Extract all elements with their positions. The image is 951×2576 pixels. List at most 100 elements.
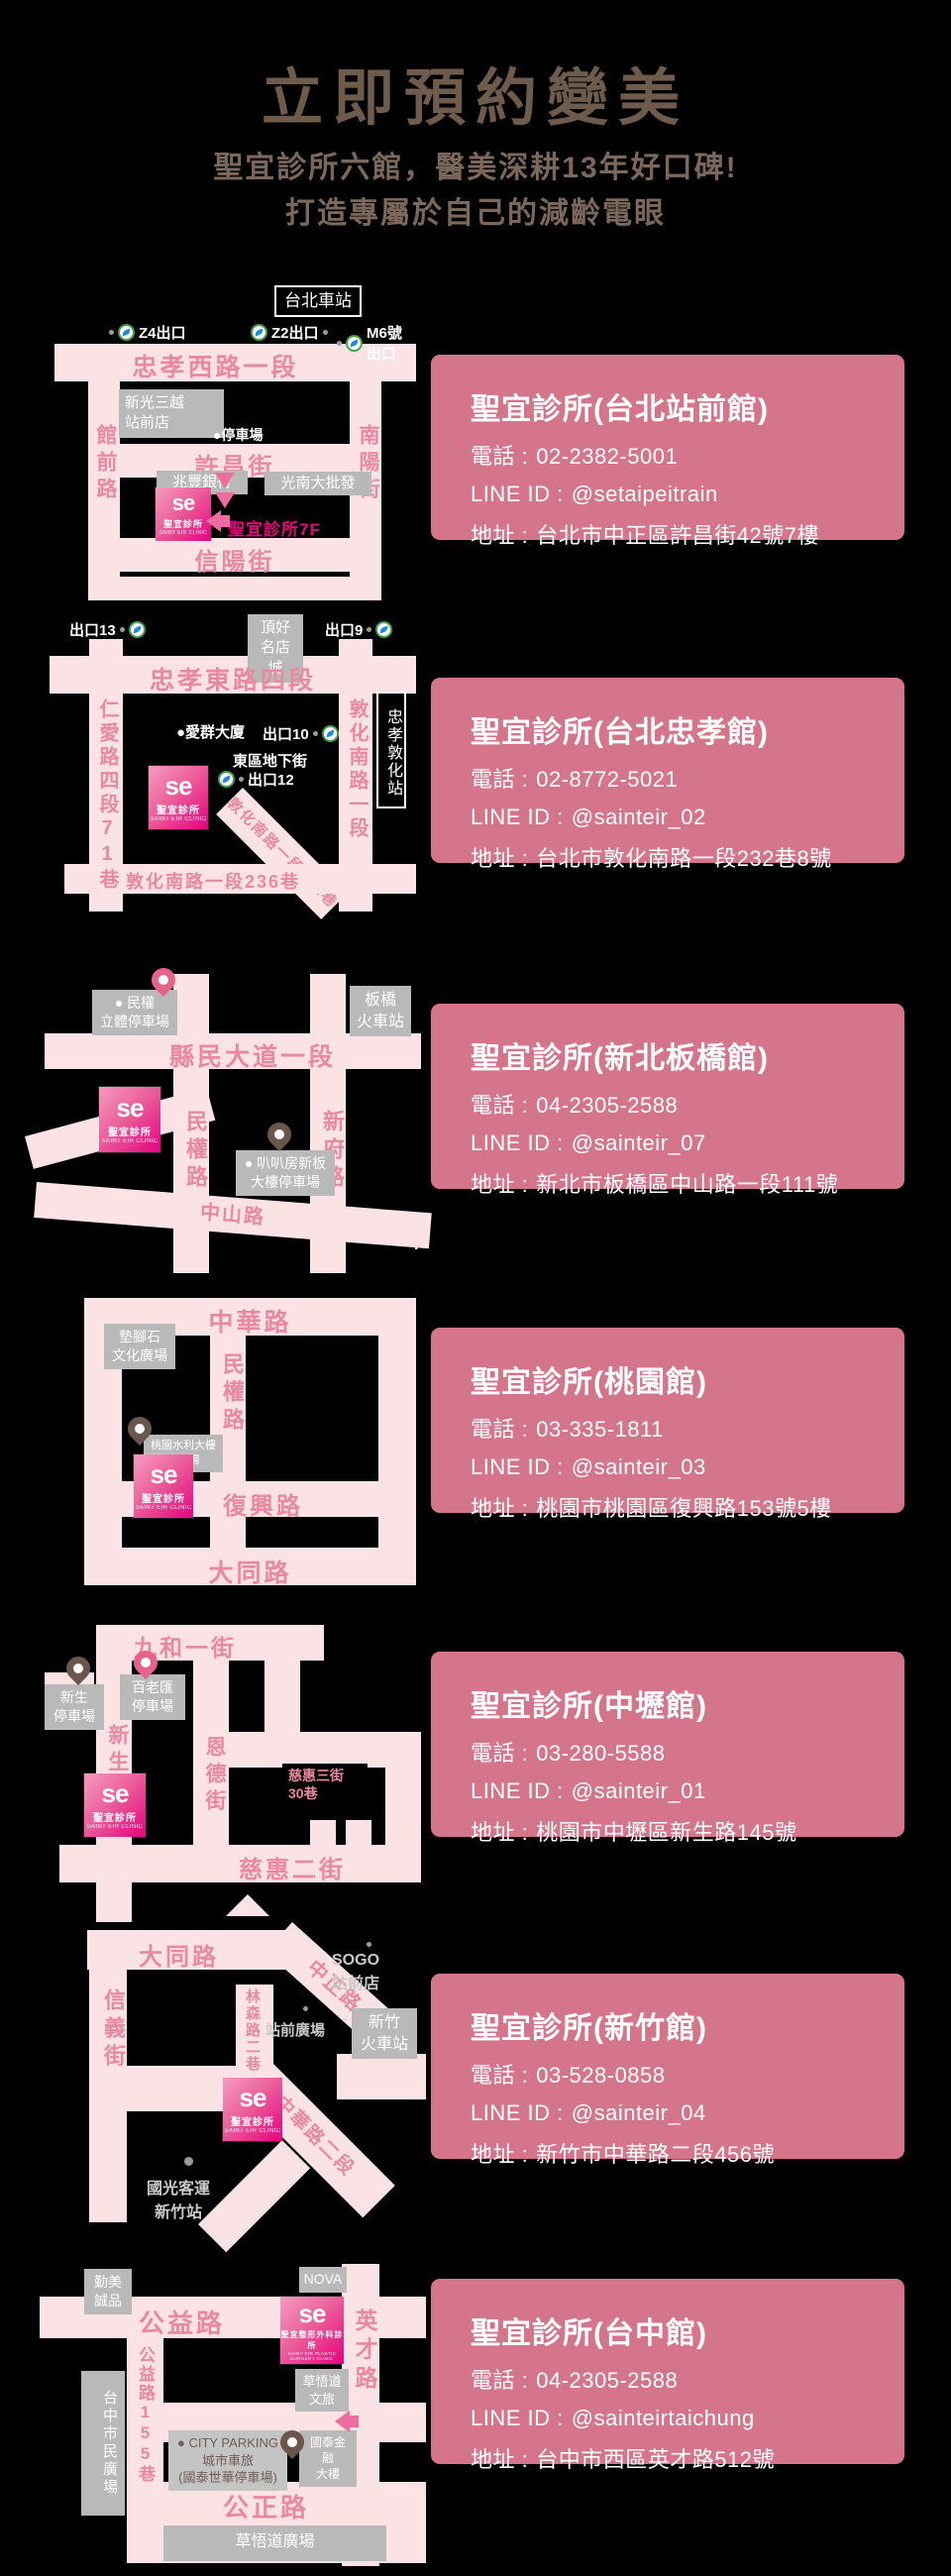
clinic-logo-name: 聖宜診所 bbox=[157, 805, 200, 816]
address-value: 桃園市桃園區復興路153號5樓 bbox=[536, 1496, 832, 1521]
clinic-logo-name: 聖宜整形外科診所 bbox=[280, 2329, 344, 2350]
road bbox=[87, 1930, 300, 1970]
metro-exit: 出口13 bbox=[69, 619, 146, 640]
metro-exit: 出口9 bbox=[325, 619, 393, 640]
road bbox=[89, 1970, 127, 2222]
metro-exit-label: 出口13 bbox=[69, 622, 116, 639]
clinic-address: 地址 :新北市板橋區中山路一段111號 bbox=[471, 1167, 885, 1199]
address-label: 地址 : bbox=[471, 846, 529, 871]
poi-box: 國泰金融 大樓 bbox=[299, 2430, 357, 2487]
poi-box: 墊腳石 文化廣場 bbox=[104, 1324, 175, 1369]
poi-box: ● 民權 立體停車場 bbox=[92, 990, 177, 1035]
clinic-card-title: 聖宜診所(台北忠孝館) bbox=[471, 716, 769, 749]
dot-icon bbox=[367, 1942, 371, 1947]
road-label: 縣民大道一段 bbox=[168, 1043, 336, 1071]
arrow-down-icon bbox=[215, 473, 235, 488]
phone-value: 03-335-1811 bbox=[536, 1417, 664, 1442]
address-label: 地址 : bbox=[471, 1172, 529, 1197]
clinic-logo-mark: se bbox=[150, 1459, 178, 1489]
road-label: 忠孝東路四段 bbox=[149, 667, 316, 695]
line-label: LINE ID : bbox=[471, 2100, 564, 2125]
arrow-up-icon bbox=[226, 1894, 269, 1916]
phone-value: 02-8772-5021 bbox=[536, 767, 679, 792]
line-label: LINE ID : bbox=[471, 1130, 564, 1155]
clinic-logo-name: 聖宜診所 bbox=[162, 519, 203, 529]
dot-icon bbox=[184, 2157, 193, 2166]
poi-label: SOGO 站前店 bbox=[332, 1952, 380, 1992]
metro-icon bbox=[346, 334, 363, 352]
road-label: 館前路 bbox=[94, 424, 117, 504]
clinic-logo-en: SAINT EIR CLINIC bbox=[135, 1505, 192, 1511]
clinic-line: LINE ID :@sainteir_03 bbox=[471, 1454, 885, 1480]
dot-icon bbox=[119, 627, 125, 632]
clinic-address: 地址 :台中市西區英才路512號 bbox=[471, 2442, 885, 2474]
clinic-logo-mark: se bbox=[164, 771, 193, 801]
phone-value: 04-2305-2588 bbox=[536, 2368, 679, 2393]
clinic-logo-en: SAINT EIR PLASTIC SURGERY CLINIC bbox=[287, 2350, 337, 2361]
dot-icon bbox=[303, 2006, 308, 2011]
road-label: 公益路 bbox=[139, 2308, 226, 2338]
phone-value: 02-2382-5001 bbox=[536, 444, 679, 469]
road-label: 仁愛路四段71巷 bbox=[96, 698, 118, 893]
clinic-address: 地址 :台北市敦化南路一段232巷8號 bbox=[471, 841, 885, 873]
clinic-address: 地址 :桃園市中壢區新生路145號 bbox=[471, 1815, 885, 1847]
metro-exit-label: Z4出口 bbox=[139, 325, 186, 342]
map-zhongli: 九和一街 新生 停車場 百老匯 停車場 新生路 恩德街 慈惠三街 30巷 se … bbox=[45, 1625, 421, 1922]
clinic-logo-name: 聖宜診所 bbox=[93, 1813, 137, 1824]
metro-icon bbox=[118, 324, 135, 341]
clinic-phone: 電話 :03-528-0858 bbox=[471, 2058, 885, 2090]
clinic-logo-mark: se bbox=[298, 2298, 327, 2328]
line-value: @sainteir_04 bbox=[571, 2100, 706, 2125]
clinic-logo-mark: se bbox=[116, 1093, 145, 1123]
clinic-card-title: 聖宜診所(新北板橋館) bbox=[471, 1042, 769, 1075]
metro-exit-label: 出口12 bbox=[248, 772, 294, 789]
road-label: 信陽街 bbox=[194, 549, 275, 576]
address-label: 地址 : bbox=[471, 1496, 529, 1521]
poi-box: 慈惠三街 30巷 bbox=[282, 1764, 368, 1806]
clinic-logo: se 聖宜診所 SAINT EIR CLINIC bbox=[149, 766, 208, 829]
road-label: 林森路二巷 bbox=[244, 1988, 261, 2073]
poi-box: 光南大批發 bbox=[264, 472, 371, 496]
poi-box: 草悟道 文旅 bbox=[295, 2369, 349, 2413]
dot-icon bbox=[337, 340, 342, 346]
clinic-line: LINE ID :@setaipeitrain bbox=[471, 482, 885, 507]
clinic-logo-name: 聖宜診所 bbox=[231, 2117, 274, 2128]
poi-box: ● 叭叭房新板 大樓停車場 bbox=[236, 1150, 335, 1196]
line-value: @sainteir_01 bbox=[571, 1778, 706, 1803]
phone-label: 電話 : bbox=[471, 1741, 529, 1766]
road-diagonal: 敦化南路一段232巷 bbox=[216, 788, 349, 919]
metro-exit: Z4出口 bbox=[109, 322, 186, 343]
poi-box: 新竹 火車站 bbox=[352, 2008, 417, 2060]
poi-box: 百老匯 停車場 bbox=[120, 1674, 185, 1720]
metro-exit-label: Z2出口 bbox=[271, 325, 319, 342]
arrow-left-icon bbox=[335, 2411, 359, 2432]
road-diagonal: 中山路 bbox=[34, 1182, 432, 1249]
road bbox=[88, 577, 381, 600]
road bbox=[45, 1033, 421, 1069]
metro-exit-label: 出口10 bbox=[263, 726, 309, 743]
metro-icon bbox=[251, 324, 267, 341]
clinic-card: 聖宜診所(台北站前館) 電話 :02-2382-5001 LINE ID :@s… bbox=[431, 355, 904, 548]
poi-label: ●停車場 bbox=[213, 427, 264, 443]
clinic-line: LINE ID :@sainteir_01 bbox=[471, 1778, 885, 1804]
clinic-logo-en: SAINT EIR CLINIC bbox=[101, 1138, 158, 1144]
address-value: 台中市西區英才路512號 bbox=[536, 2447, 775, 2472]
clinic-address: 地址 :台北市中正區許昌街42號7樓 bbox=[471, 518, 885, 550]
clinic-logo: se 聖宜診所 SAINT EIR CLINIC bbox=[156, 487, 211, 541]
road-label: 大同路 bbox=[208, 1559, 292, 1587]
clinic-logo-name: 聖宜診所 bbox=[108, 1127, 152, 1138]
metro-icon bbox=[128, 621, 146, 638]
clinic-card: 聖宜診所(新北板橋館) 電話 :04-2305-2588 LINE ID :@s… bbox=[431, 1004, 904, 1197]
phone-value: 03-280-5588 bbox=[536, 1741, 666, 1766]
poi-box: 板橋 火車站 bbox=[350, 986, 411, 1037]
map-pin-icon bbox=[263, 1118, 296, 1151]
metro-exit: M6號出口 bbox=[337, 322, 416, 364]
phone-label: 電話 : bbox=[471, 444, 529, 469]
subtitle-line2: 打造專屬於自己的減齡電眼 bbox=[285, 196, 666, 230]
road-label: 英才路 bbox=[352, 2308, 377, 2395]
dot-icon bbox=[367, 627, 372, 632]
road-label: 公正路 bbox=[223, 2493, 310, 2522]
road bbox=[346, 1820, 371, 1845]
poi-box: 台中市民廣場 bbox=[81, 2371, 125, 2516]
metro-exit-label: M6號出口 bbox=[367, 325, 402, 363]
